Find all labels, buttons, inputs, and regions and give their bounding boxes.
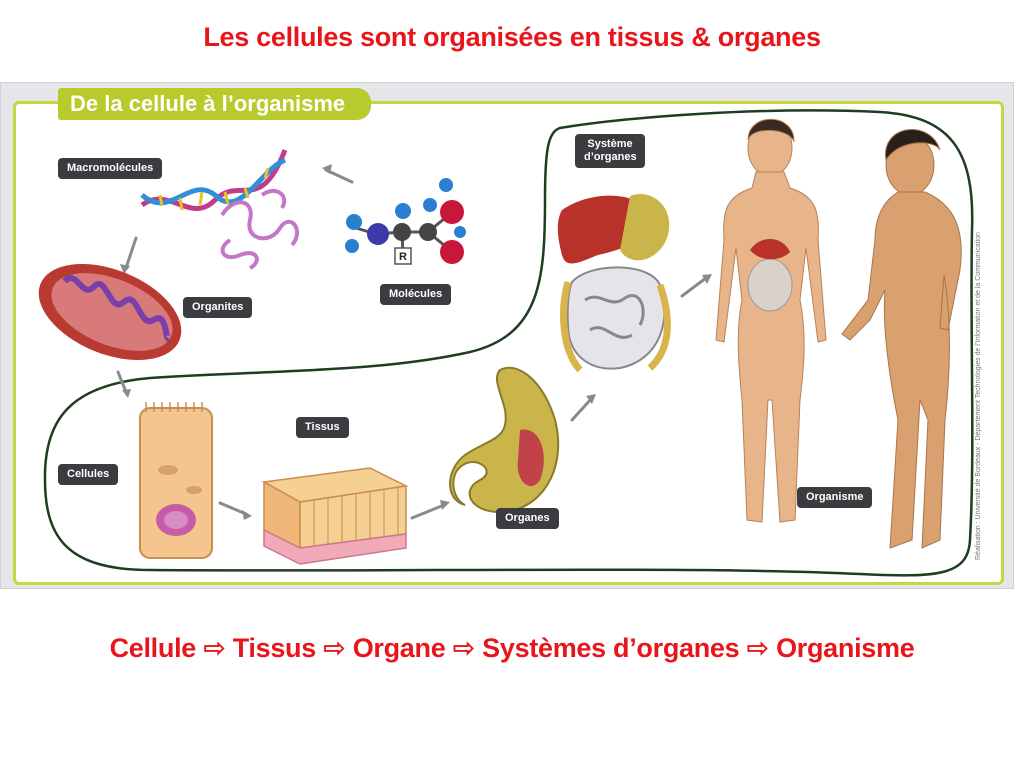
arrow-cellules-to-tissus [218, 501, 248, 516]
molecule-r-group: R [399, 251, 407, 263]
label-tissus: Tissus [296, 417, 349, 438]
arrow-organes-to-systeme [570, 396, 594, 422]
slide-title: Les cellules sont organisées en tissus &… [203, 22, 821, 52]
arrow-organites-to-cellules [116, 370, 128, 394]
label-organes: Organes [496, 508, 559, 529]
label-systeme-organes: Système d’organes [575, 134, 645, 168]
summary-sequence: Cellule ⇨ Tissus ⇨ Organe ⇨ Systèmes d’o… [109, 633, 915, 663]
tissue-illustration [261, 467, 409, 565]
woman-illustration [715, 118, 827, 523]
stomach-illustration [449, 367, 560, 514]
mitochondrion-illustration [38, 263, 182, 361]
cell-illustration [139, 402, 213, 559]
label-macromolecules: Macromolécules [58, 158, 163, 179]
organism-outline [43, 109, 974, 577]
label-organisme: Organisme [797, 487, 873, 508]
man-illustration [841, 129, 962, 549]
protein-illustration [220, 188, 300, 270]
label-cellules: Cellules [58, 464, 119, 485]
label-organites: Organites [183, 297, 253, 318]
arrow-tissus-to-organes [410, 503, 446, 520]
molecules-illustration: R [345, 178, 466, 265]
arrow-macro-to-organites [124, 236, 138, 270]
dna-helix-illustration [140, 149, 288, 211]
figure-credit: Réalisation : Université de Bordeaux - D… [975, 232, 982, 560]
arrow-heads [120, 164, 712, 520]
arrow-systeme-to-organisme [680, 276, 708, 298]
figure-title-banner: De la cellule à l’organisme [58, 88, 372, 120]
label-molecules: Molécules [380, 284, 452, 305]
digestive-system-illustration [557, 194, 671, 373]
